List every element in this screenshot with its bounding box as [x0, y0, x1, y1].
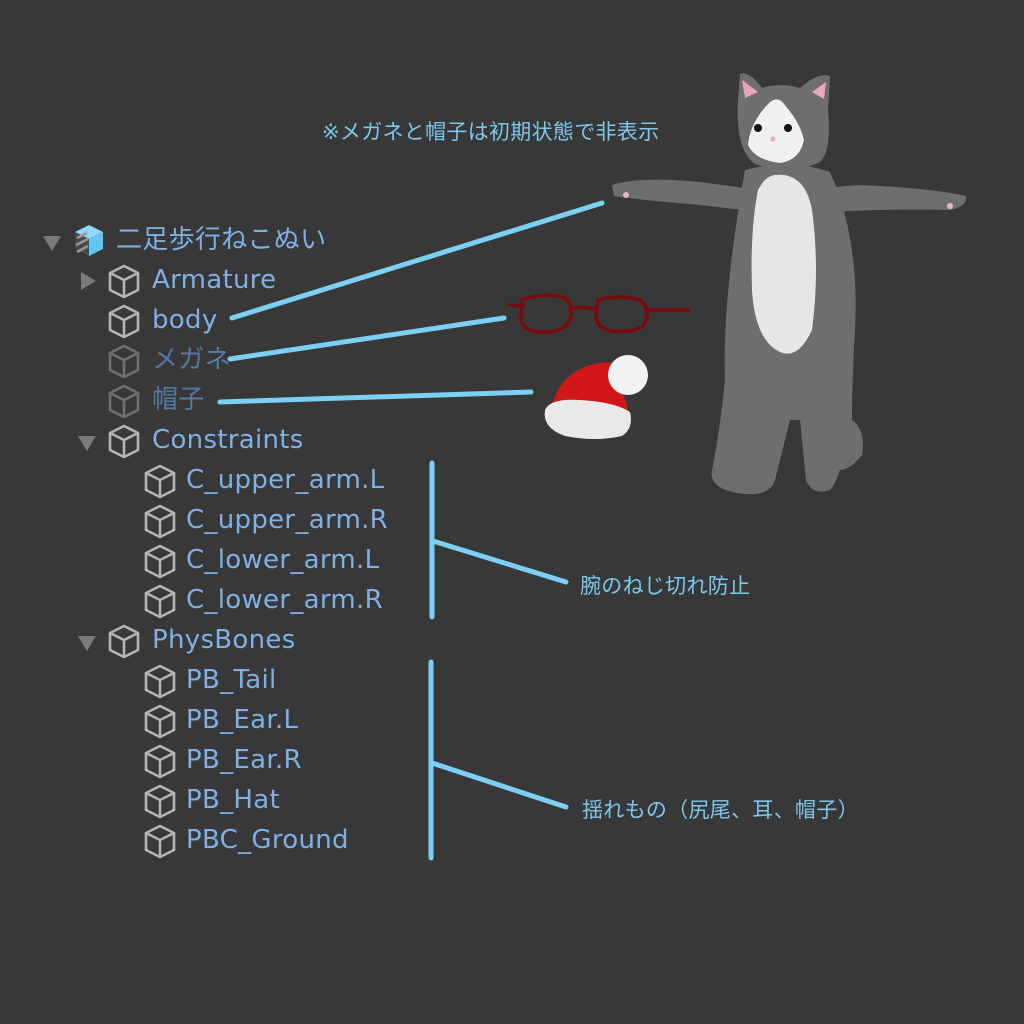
hierarchy-item-pb-hat[interactable]: PB_Hat — [186, 780, 280, 820]
connector-hat — [217, 389, 534, 405]
hierarchy-item-label: PBC_Ground — [186, 825, 349, 855]
gameobject-cube-icon — [108, 304, 140, 339]
hierarchy-item-pb-ear-l[interactable]: PB_Ear.L — [186, 700, 298, 740]
hierarchy-item-armature[interactable]: Armature — [152, 260, 276, 300]
hierarchy-item-c-lower-arm-l[interactable]: C_lower_arm.L — [186, 540, 379, 580]
hierarchy-item-label: PhysBones — [152, 625, 296, 655]
cat-model-illustration — [612, 73, 967, 495]
gameobject-cube-icon — [144, 544, 176, 579]
physbones-pointer — [429, 760, 569, 810]
hierarchy-item-label: Constraints — [152, 425, 304, 455]
hierarchy-item-label: 二足歩行ねこぬい — [116, 225, 327, 255]
hierarchy-item-c-lower-arm-r[interactable]: C_lower_arm.R — [186, 580, 383, 620]
gameobject-cube-icon-inactive — [108, 384, 140, 419]
hierarchy-item-label: PB_Ear.L — [186, 705, 299, 735]
hierarchy-item-body[interactable]: body — [152, 300, 218, 340]
gameobject-cube-icon — [108, 424, 140, 459]
prefab-cube-icon — [75, 225, 103, 256]
gameobject-cube-icon — [144, 824, 176, 859]
hierarchy-item-label: C_upper_arm.R — [186, 505, 389, 535]
hierarchy-item-root[interactable]: 二足歩行ねこぬい — [116, 220, 326, 260]
annotation-physbones-note: 揺れもの（尻尾、耳、帽子） — [582, 798, 859, 822]
annotation-hidden-note: ※メガネと帽子は初期状態で非表示 — [322, 120, 660, 144]
hierarchy-item-label: body — [152, 305, 218, 335]
foldout-expanded-icon[interactable] — [78, 436, 96, 451]
gameobject-cube-icon — [108, 624, 140, 659]
hierarchy-item-label: PB_Ear.R — [186, 745, 302, 775]
hierarchy-item-glasses[interactable]: メガネ — [152, 340, 231, 380]
constraints-pointer — [430, 538, 569, 585]
hierarchy-item-label: PB_Tail — [186, 665, 277, 695]
hierarchy-item-label: C_lower_arm.R — [186, 585, 383, 615]
hierarchy-item-label: C_lower_arm.L — [186, 545, 380, 575]
gameobject-cube-icon — [144, 704, 176, 739]
hierarchy-item-pb-ear-r[interactable]: PB_Ear.R — [186, 740, 302, 780]
gameobject-cube-icon — [144, 584, 176, 619]
hierarchy-item-label: C_upper_arm.L — [186, 465, 385, 495]
hierarchy-item-constraints[interactable]: Constraints — [152, 420, 304, 460]
hierarchy-item-c-upper-arm-l[interactable]: C_upper_arm.L — [186, 460, 384, 500]
gameobject-cube-icon — [144, 664, 176, 699]
hierarchy-item-c-upper-arm-r[interactable]: C_upper_arm.R — [186, 500, 388, 540]
gameobject-cube-icon — [144, 784, 176, 819]
hierarchy-item-pb-tail[interactable]: PB_Tail — [186, 660, 277, 700]
gameobject-cube-icon — [144, 504, 176, 539]
foldout-collapsed-icon[interactable] — [81, 272, 96, 290]
connector-glasses — [227, 315, 507, 362]
hierarchy-item-label: PB_Hat — [186, 785, 280, 815]
gameobject-cube-icon — [108, 264, 140, 299]
annotation-constraints-note: 腕のねじ切れ防止 — [580, 574, 751, 598]
gameobject-cube-icon — [144, 464, 176, 499]
gameobject-cube-icon — [144, 744, 176, 779]
hierarchy-item-label: 帽子 — [152, 385, 205, 415]
foldout-expanded-icon[interactable] — [78, 636, 96, 651]
hierarchy-item-label: Armature — [152, 265, 277, 295]
gameobject-cube-icon-inactive — [108, 344, 140, 379]
hierarchy-item-pbc-ground[interactable]: PBC_Ground — [186, 820, 349, 860]
hierarchy-item-label: メガネ — [152, 345, 231, 375]
hierarchy-item-physbones[interactable]: PhysBones — [152, 620, 296, 660]
santa-hat-illustration — [544, 355, 648, 439]
glasses-illustration — [507, 293, 690, 334]
foldout-expanded-icon[interactable] — [43, 236, 61, 251]
hierarchy-item-hat[interactable]: 帽子 — [152, 380, 205, 420]
